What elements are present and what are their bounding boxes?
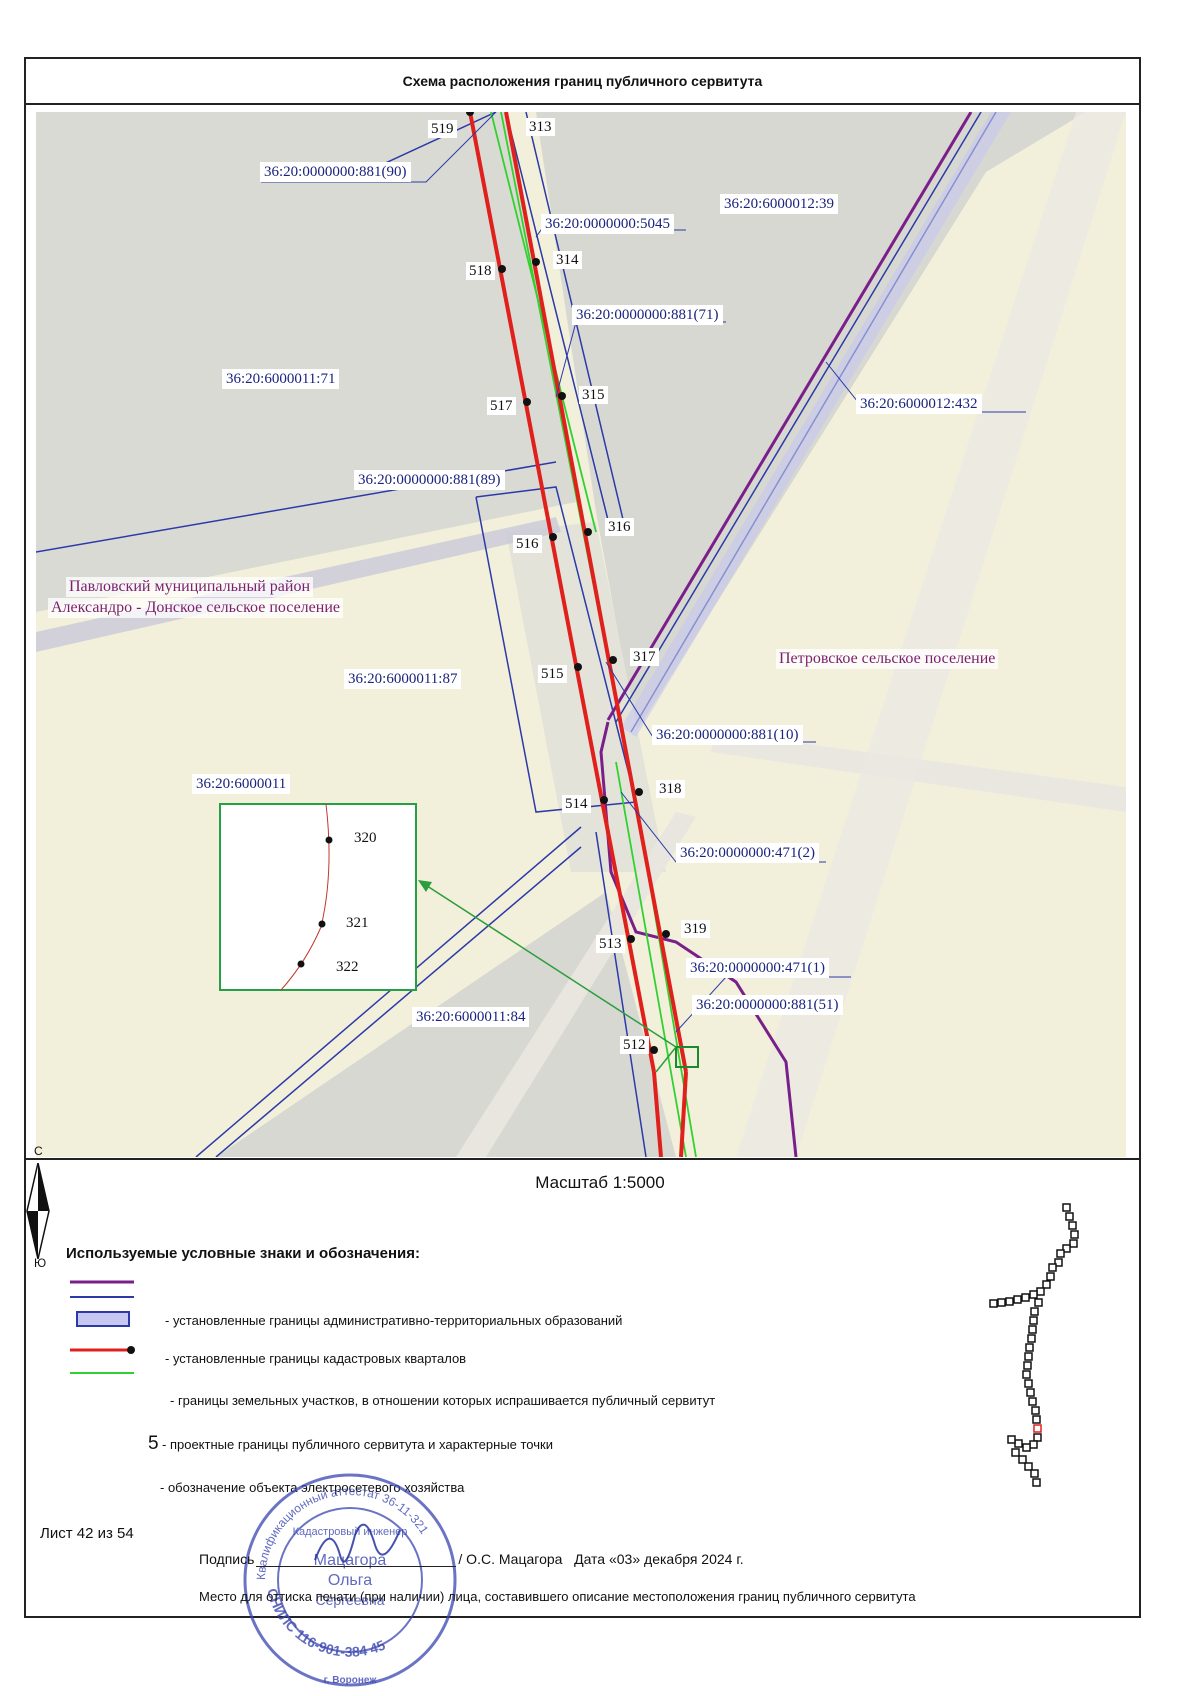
- point-label: 514: [562, 795, 591, 813]
- road-right: [711, 732, 1126, 812]
- inset-point-320: [325, 836, 333, 844]
- legend-number-sample: 5: [148, 1433, 159, 1454]
- sheet-frame: [24, 57, 1141, 1618]
- characteristic-points: [466, 112, 670, 1054]
- signature-line: [256, 1552, 457, 1567]
- overview-current-sheet-marker: [1033, 1424, 1042, 1433]
- signature-row: Подпись / О.С. Мацагора Дата «03» декабря…: [199, 1551, 744, 1567]
- label-cadastral: 36:20:6000012:39: [720, 194, 839, 214]
- inset-pointer-line-2: [655, 1046, 677, 1073]
- label-cadastral: 36:20:6000011: [192, 774, 291, 794]
- north-arrow-icon: [26, 1163, 50, 1259]
- admin-boundary-band: [621, 112, 1011, 737]
- legend-item: - проектные границы публичного сервитута…: [162, 1437, 553, 1452]
- signature-date: Дата «03» декабря 2024 г.: [574, 1551, 744, 1567]
- point-label: 512: [620, 1036, 649, 1054]
- admin-boundary-line: [599, 112, 973, 1157]
- seal-stamp: Квалификационный аттестат 36-11-321 СНИЛ…: [243, 1473, 457, 1687]
- signer-name: / О.С. Мацагора: [458, 1551, 563, 1567]
- cadastral-quarter-boundaries: [36, 112, 997, 1157]
- legend-symbols: [70, 1280, 135, 1374]
- label-cadastral: 36:20:6000011:84: [412, 1007, 530, 1027]
- point-label: 317: [630, 648, 659, 666]
- legend-item: - установленные границы кадастровых квар…: [165, 1351, 467, 1366]
- map-canvas: [36, 112, 1126, 1157]
- inset-point-321: [318, 920, 326, 928]
- scale-label: Масштаб 1:5000: [535, 1173, 665, 1192]
- legend-admin-band-icon: [76, 1311, 130, 1327]
- point-label: 515: [538, 665, 567, 683]
- overview-route-diagram: [989, 1203, 1079, 1487]
- legend-title: Используемые условные знаки и обозначени…: [66, 1245, 421, 1262]
- page-title: Схема расположения границ публичного сер…: [26, 59, 1139, 105]
- svg-text:Сергеевна: Сергеевна: [315, 1592, 384, 1608]
- compass-south-label: Ю: [34, 1256, 47, 1270]
- label-cadastral: 36:20:6000012:432: [856, 394, 982, 414]
- point-label: 319: [681, 920, 710, 938]
- label-cadastral: 36:20:0000000:471(2): [676, 843, 819, 863]
- sheet-number: Лист 42 из 54: [40, 1525, 134, 1542]
- label-cadastral: 36:20:0000000:881(71): [572, 305, 723, 325]
- label-cadastral: 36:20:0000000:471(1): [686, 958, 829, 978]
- inset-box: [219, 803, 417, 991]
- point-label: 519: [428, 120, 457, 138]
- legend-item: - границы земельных участков, в отношени…: [170, 1393, 716, 1408]
- point-label: 313: [526, 118, 555, 136]
- map-divider: [26, 1158, 1139, 1160]
- inset-pointer-line: [420, 881, 677, 1048]
- inset-point-322: [297, 960, 305, 968]
- point-label: 518: [466, 262, 495, 280]
- handwritten-signature: [314, 1523, 401, 1563]
- region-name-district: Павловский муниципальный район: [66, 577, 314, 597]
- label-cadastral: 36:20:6000011:71: [222, 369, 340, 389]
- compass-north-label: С: [34, 1144, 43, 1158]
- label-cadastral: 36:20:0000000:5045: [541, 214, 675, 234]
- svg-text:Мацагора: Мацагора: [314, 1552, 387, 1569]
- power-object-marker: [675, 1046, 699, 1068]
- region-name-settlement: Александро - Донское сельское поселение: [48, 598, 343, 618]
- label-cadastral: 36:20:0000000:881(10): [652, 725, 803, 745]
- svg-text:Кадастровый инженер: Кадастровый инженер: [293, 1526, 408, 1538]
- point-label: 517: [487, 397, 516, 415]
- signature-label: Подпись: [199, 1551, 255, 1567]
- stamp-place-note: Место для оттиска печати (при наличии) л…: [199, 1589, 916, 1604]
- inset-point-label: 320: [354, 830, 377, 846]
- region-name-petrovskoe: Петровское сельское поселение: [776, 649, 999, 669]
- point-label: 318: [656, 780, 685, 798]
- parcel-881-89-area: [506, 522, 666, 872]
- inset-pointer-arrow: [418, 880, 432, 892]
- road-lower: [456, 812, 696, 1157]
- road-diagonal: [736, 112, 1126, 1157]
- point-label: 316: [605, 518, 634, 536]
- label-cadastral: 36:20:6000011:87: [344, 669, 462, 689]
- inset-point-label: 321: [346, 915, 369, 931]
- label-cadastral: 36:20:0000000:881(89): [354, 470, 505, 490]
- label-cadastral: 36:20:0000000:881(51): [692, 995, 843, 1015]
- svg-text:г. Воронеж: г. Воронеж: [324, 1675, 378, 1686]
- svg-text:Ольга: Ольга: [328, 1572, 372, 1589]
- point-label: 513: [596, 935, 625, 953]
- legend-point-icon: [127, 1346, 135, 1354]
- map-area: 36:20:0000000:881(90) 36:20:0000000:5045…: [36, 112, 1126, 1157]
- label-cadastral: 36:20:0000000:881(90): [260, 162, 411, 182]
- point-label: 315: [579, 386, 608, 404]
- legend-item: - установленные границы административно-…: [165, 1313, 623, 1328]
- point-label: 516: [513, 535, 542, 553]
- inset-point-label: 322: [336, 959, 359, 975]
- point-label: 314: [553, 251, 582, 269]
